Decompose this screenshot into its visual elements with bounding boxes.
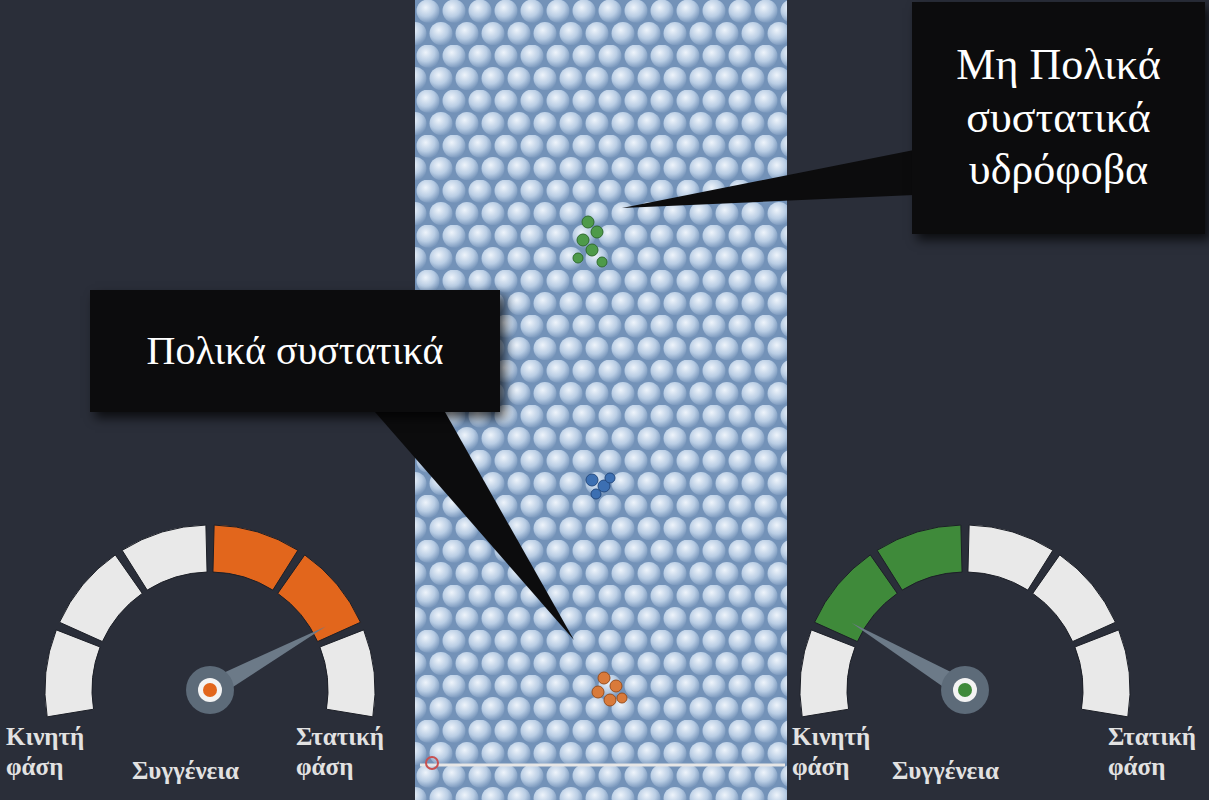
- gauge-hub: [953, 678, 977, 702]
- gauge-label: Κινητή φάση: [792, 722, 887, 782]
- affinity-gauge: [45, 525, 375, 717]
- gauge-segment: [800, 630, 855, 717]
- gauge-segment: [122, 525, 207, 590]
- callout-text: Μη Πολικά συστατικά υδρόφοβα: [926, 39, 1191, 197]
- callout-box: Πολικά συστατικά: [90, 290, 500, 412]
- gauge-hub: [941, 666, 989, 714]
- gauge-segment: [1033, 555, 1116, 642]
- marker-dot: [426, 757, 438, 769]
- gauge-hub: [198, 678, 222, 702]
- callout-pointer: [375, 412, 574, 640]
- gauge-segment: [278, 555, 361, 642]
- callout-text: Πολικά συστατικά: [147, 327, 444, 375]
- gauge-label: Συγγένεια: [892, 756, 1032, 786]
- gauge-label: Στατική φάση: [296, 722, 401, 782]
- gauge-segment: [60, 555, 143, 642]
- gauge-segment: [968, 525, 1053, 590]
- gauge-hub: [958, 683, 972, 697]
- gauge-hub: [203, 683, 217, 697]
- gauge-segment: [45, 630, 100, 717]
- callout-box: Μη Πολικά συστατικά υδρόφοβα: [912, 2, 1205, 234]
- callout-pointer: [622, 150, 914, 208]
- gauge-label: Συγγένεια: [132, 756, 272, 786]
- green-cluster: [573, 216, 607, 267]
- scale-line: [420, 764, 785, 767]
- gauge-segment: [213, 525, 298, 590]
- gauge-label: Κινητή φάση: [6, 722, 101, 782]
- gauge-segment: [320, 630, 375, 717]
- gauge-label: Στατική φάση: [1108, 722, 1206, 782]
- gauge-hub: [186, 666, 234, 714]
- orange-cluster: [592, 672, 627, 706]
- blue-cluster: [586, 473, 615, 499]
- gauge-segment: [877, 525, 962, 590]
- gauge-segment: [815, 555, 898, 642]
- gauge-segment: [1075, 630, 1130, 717]
- affinity-gauge: [800, 525, 1130, 717]
